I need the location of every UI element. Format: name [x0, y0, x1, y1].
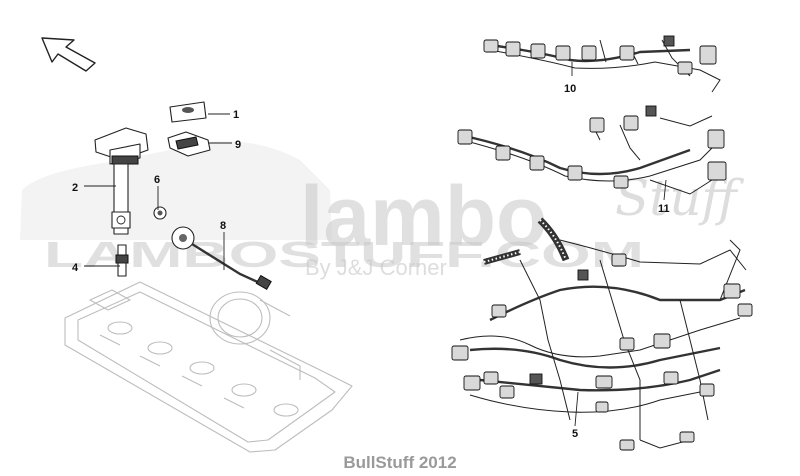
callout-1: 1 — [233, 109, 239, 121]
leader-lines — [84, 62, 667, 427]
wiring-harness-main — [451, 217, 753, 451]
callout-10: 10 — [564, 83, 576, 95]
watermark-site: LAMBOSTUFF.COM — [44, 234, 644, 275]
footer-credit: BullStuff 2012 — [343, 453, 456, 472]
callout-11: 11 — [658, 203, 670, 215]
bolt — [153, 206, 167, 220]
callout-9: 9 — [235, 139, 241, 151]
watermark: lambo Stuff LAMBOSTUFF.COM By J&J Corner — [20, 141, 745, 280]
callout-2: 2 — [72, 182, 78, 194]
callout-8: 8 — [220, 220, 226, 232]
spark-plug — [115, 244, 129, 277]
sensor-clip — [167, 131, 211, 157]
sensor-cap — [169, 101, 207, 123]
ignition-coil — [94, 127, 149, 235]
callout-5: 5 — [572, 428, 578, 440]
watermark-brand: lambo — [300, 169, 547, 263]
watermark-car-icon — [20, 141, 332, 240]
cylinder-head-cover — [64, 281, 353, 453]
direction-arrow-icon — [41, 37, 96, 72]
callout-6: 6 — [154, 174, 160, 186]
watermark-byline: By J&J Corner — [305, 255, 447, 280]
callout-labels: 1 9 2 6 8 4 10 11 5 — [72, 83, 670, 440]
wiring-harness-upper — [483, 35, 721, 93]
knock-sensor — [171, 226, 272, 291]
wiring-harness-middle — [457, 105, 727, 195]
callout-4: 4 — [72, 262, 79, 274]
